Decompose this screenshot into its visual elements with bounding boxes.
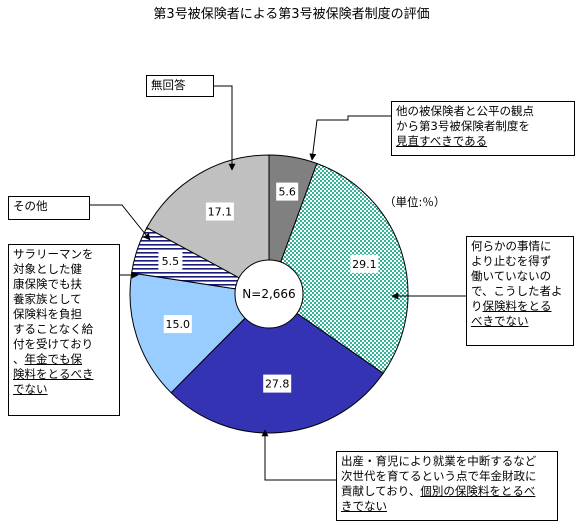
category-text-line: することなく給 xyxy=(13,322,94,336)
value-label-0: 5.6 xyxy=(278,186,296,199)
value-label-bg-0 xyxy=(276,182,299,201)
chart-title: 第3号被保険者による第3号被保険者制度の評価 xyxy=(153,7,430,22)
category-box-salaryman: サラリーマンを対象とした健康保険でも扶養家族として保険料を負担することなく給付を… xyxy=(8,244,120,416)
category-text-line: 付を受けており xyxy=(13,337,94,351)
category-box-no-answer: 無回答 xyxy=(146,75,214,97)
leader-line-childcare xyxy=(261,429,336,481)
value-label-1: 29.1 xyxy=(352,258,377,271)
pie-slice-5 xyxy=(146,154,270,295)
value-label-2: 27.8 xyxy=(265,378,290,391)
pie-slice-3 xyxy=(129,272,271,394)
category-text-line: 他の被保険者と公平の観点 xyxy=(396,104,534,118)
category-text-line: 対象とした健 xyxy=(13,262,82,276)
category-text-line: 、年金でも保 xyxy=(13,352,82,366)
category-text-line: 康保険でも扶 xyxy=(13,277,82,291)
category-text-line: 養家族として xyxy=(13,292,82,306)
category-text-line: 無回答 xyxy=(151,78,186,92)
value-label-bg-3 xyxy=(163,315,192,334)
category-text-line: でない xyxy=(13,382,48,396)
category-text-line: から第3号被保険者制度を xyxy=(396,119,530,133)
value-label-bg-1 xyxy=(350,254,379,273)
category-text-line: サラリーマンを xyxy=(13,247,94,261)
category-text-line: 険料をとるべき xyxy=(13,367,94,381)
category-text-line: り保険料をとる xyxy=(471,299,552,313)
category-text-line: 何らかの事情に xyxy=(471,239,552,253)
category-text-line: 働いていないの xyxy=(471,269,552,283)
category-box-childcare: 出産・育児により就業を中断するなど次世代を育てるという点で年金財政に貢献しており… xyxy=(336,451,558,521)
category-text-line: 次世代を育てるという点で年金財政に xyxy=(341,469,537,483)
category-text-line: 貢献しており、個別の保険料をとるべ xyxy=(341,484,536,498)
leader-line-other xyxy=(90,204,151,241)
leader-line-noanswer xyxy=(214,85,236,171)
category-text-line: べきでない xyxy=(471,314,529,328)
unit-note: （単位:％） xyxy=(384,195,446,209)
center-label: N=2,666 xyxy=(242,287,295,301)
category-text-line: その他 xyxy=(13,199,48,213)
category-box-review-system: 他の被保険者と公平の観点から第3号被保険者制度を見直すべきである xyxy=(391,101,575,156)
pie-slice-2 xyxy=(170,293,384,434)
center-hole xyxy=(234,259,304,329)
category-text-line: より止むを得ず xyxy=(471,254,552,268)
category-text-line: きでない xyxy=(341,499,387,513)
value-label-5: 17.1 xyxy=(208,206,233,219)
value-label-bg-5 xyxy=(205,202,234,221)
value-label-4: 5.5 xyxy=(162,255,180,268)
pie-slice-1 xyxy=(268,162,409,375)
category-box-other: その他 xyxy=(8,196,90,220)
category-text-line: で、こうした者よ xyxy=(471,284,563,298)
value-label-3: 15.0 xyxy=(166,318,191,331)
leader-line-review xyxy=(309,115,392,161)
category-text-line: 見直すべきである xyxy=(396,134,488,148)
category-text-line: 出産・育児により就業を中断するなど xyxy=(341,454,537,468)
category-box-unavoidable: 何らかの事情により止むを得ず働いていないので、こうした者より保険料をとるべきでな… xyxy=(466,236,574,346)
value-label-bg-4 xyxy=(158,251,183,270)
category-text-line: 保険料を負担 xyxy=(13,307,82,321)
value-label-bg-2 xyxy=(263,374,292,393)
